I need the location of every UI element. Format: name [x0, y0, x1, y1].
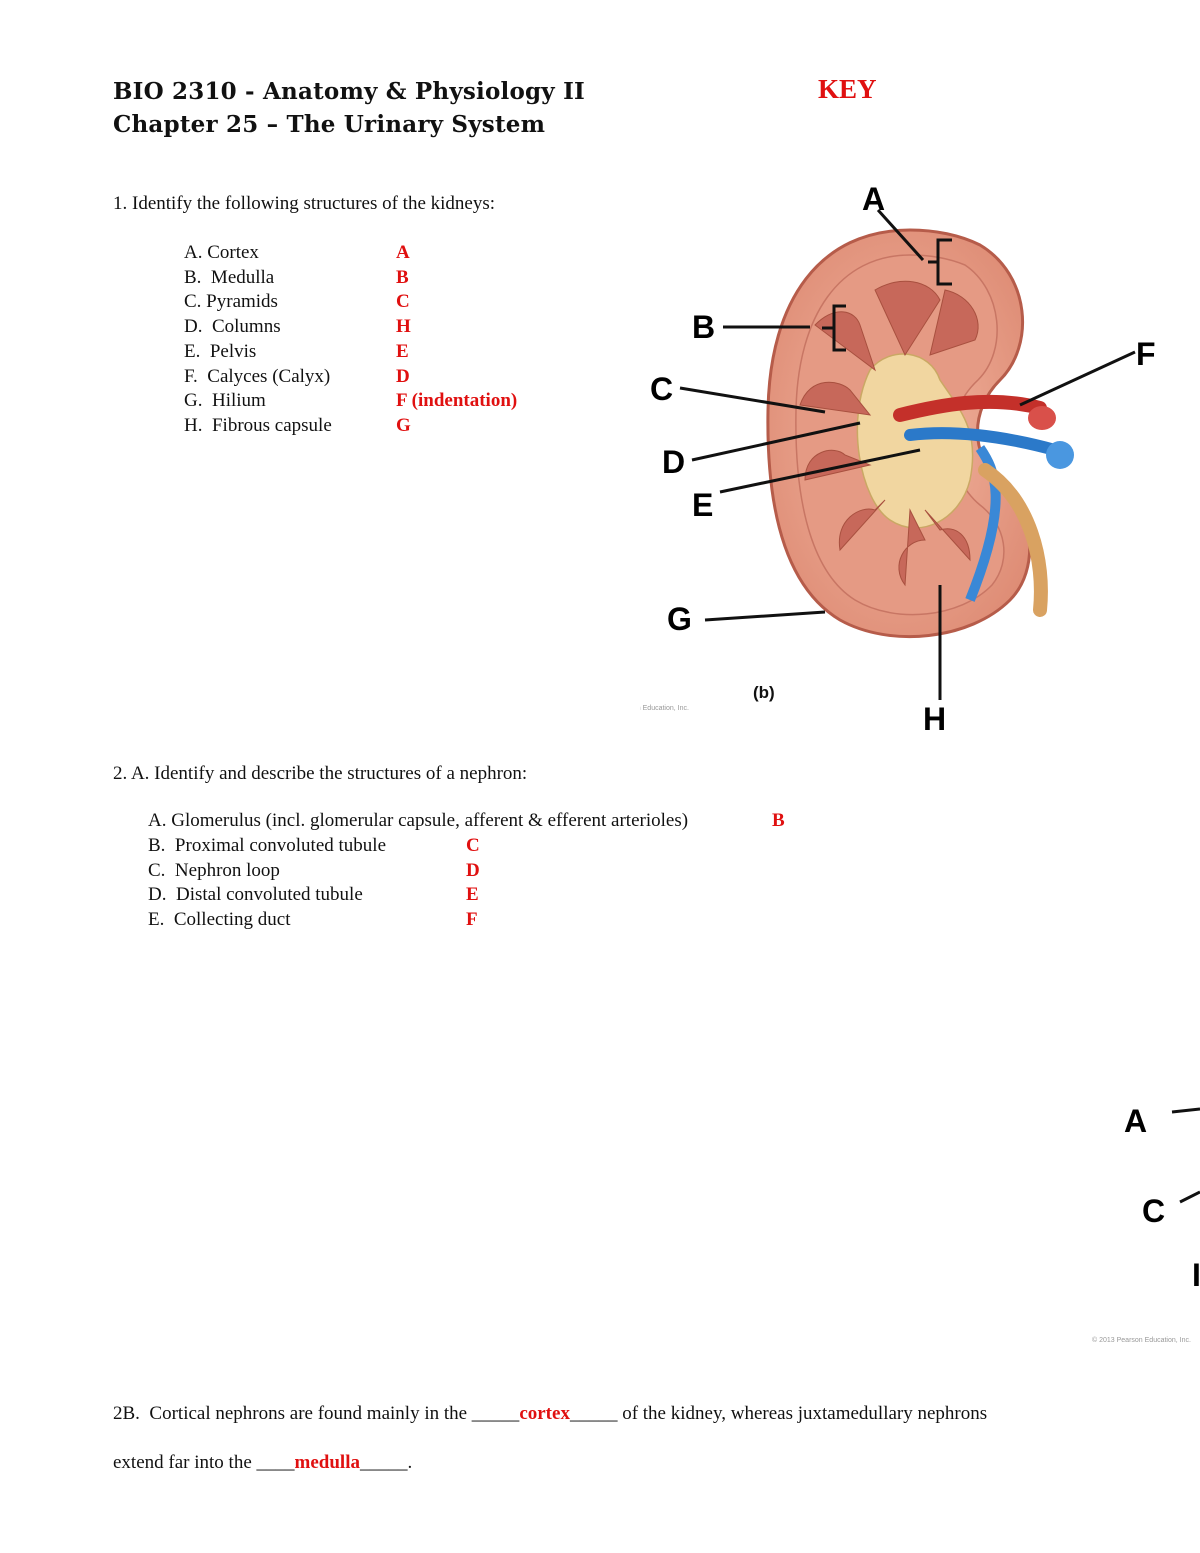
q2-item-answer: E	[466, 884, 479, 905]
q1-item-answer: E	[396, 341, 409, 362]
q1-prompt: 1. Identify the following structures of …	[113, 193, 496, 214]
q1-item-label: F. Calyces (Calyx)	[184, 366, 331, 387]
q2b-text: _____ of the kidney, whereas juxtamedull…	[569, 1403, 988, 1424]
chapter-title: Chapter 25 – The Urinary System	[113, 111, 546, 138]
kidney-label-b: B	[692, 309, 715, 345]
nephron-label-i: I	[1192, 1257, 1200, 1293]
kidney-label-h: H	[923, 701, 946, 737]
q1-item-answer: F (indentation)	[396, 390, 518, 411]
q2-item-label: E. Collecting duct	[148, 909, 291, 930]
q2-prompt: 2. A. Identify and describe the structur…	[113, 763, 528, 784]
q1-item-label: G. Hilium	[184, 390, 266, 411]
q2b-answer-medulla: medulla	[294, 1452, 360, 1473]
q2-item-label: C. Nephron loop	[148, 860, 280, 881]
q2b-text: _____.	[359, 1452, 413, 1473]
nephron-credit: © 2013 Pearson Education, Inc.	[1092, 1336, 1191, 1344]
q1-item-label: E. Pelvis	[184, 341, 257, 362]
kidney-label-a: A	[862, 181, 885, 217]
ureter	[978, 463, 1048, 617]
q2-item-label: B. Proximal convoluted tubule	[148, 835, 387, 856]
q2-item-answer: D	[466, 860, 480, 881]
q2b-line1: 2B. Cortical nephrons are found mainly i…	[113, 1403, 987, 1425]
q2-item-label: A. Glomerulus (incl. glomerular capsule,…	[148, 810, 689, 831]
q1-item-answer: B	[396, 267, 409, 288]
nephron-label-a: A	[1124, 1103, 1147, 1139]
kidney-label-d: D	[662, 444, 685, 480]
q2-item-answer: C	[466, 835, 480, 856]
q1-item-answer: C	[396, 291, 410, 312]
q1-item-answer: D	[396, 366, 410, 387]
kidney-label-c: C	[650, 371, 673, 407]
q1-item-label: H. Fibrous capsule	[184, 415, 332, 436]
q1-item-answer: G	[396, 415, 411, 436]
q1-item-answer: H	[396, 316, 411, 337]
q1-item-label: B. Medulla	[184, 267, 275, 288]
kidney-label-e: E	[692, 487, 713, 523]
q2b-text: 2B. Cortical nephrons are found mainly i…	[113, 1403, 520, 1424]
nephron-label-c: C	[1142, 1193, 1165, 1229]
figure-credit: © 2013 Pearson Education, Inc.	[640, 704, 689, 712]
q2b-line2: extend far into the ____medulla_____.	[113, 1452, 412, 1474]
q2b-answer-cortex: cortex	[519, 1403, 570, 1424]
kidney-diagram: A B C D E F G H (b) © 2013 Pearson Educa…	[640, 181, 1156, 737]
renal-pyramids	[799, 280, 979, 587]
q2b-text: extend far into the ____	[113, 1452, 295, 1473]
q2-item-answer: F	[466, 909, 478, 930]
kidney-label-f: F	[1136, 336, 1156, 372]
q2-item-answer: B	[772, 810, 785, 831]
course-title: BIO 2310 - Anatomy & Physiology II	[113, 78, 585, 105]
nephron-diagram-partial: A C I © 2013 Pearson Education, Inc.	[1092, 1103, 1200, 1344]
kidney-label-g: G	[667, 601, 692, 637]
renal-pelvis	[856, 353, 974, 529]
q1-item-label: C. Pyramids	[184, 291, 278, 312]
q1-item-label: D. Columns	[184, 316, 281, 337]
q1-item-label: A. Cortex	[184, 242, 259, 263]
q1-item-answer: A	[396, 242, 410, 263]
figure-caption: (b)	[753, 683, 775, 702]
key-label: KEY	[818, 74, 877, 104]
q2-item-label: D. Distal convoluted tubule	[148, 884, 363, 905]
